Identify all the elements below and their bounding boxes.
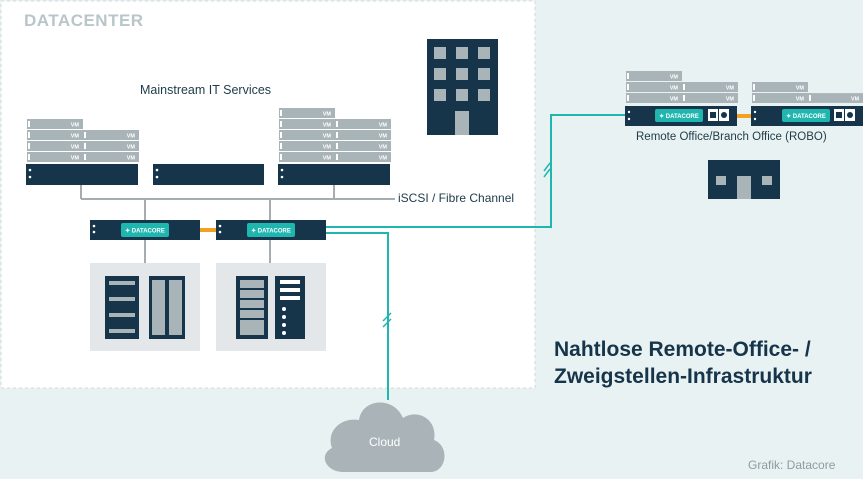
mainstream-it-label: Mainstream IT Services <box>140 83 272 97</box>
robo-server-2: ✦ DATACORE <box>751 82 863 126</box>
server-stack-left <box>26 119 139 185</box>
iscsi-label: iSCSI / Fibre Channel <box>398 191 515 205</box>
headline-line-1: Nahtlose Remote-Office- / <box>554 338 811 361</box>
storage-connectors <box>80 184 395 265</box>
headline-line-2: Zweigstellen-Infrastruktur <box>554 365 812 388</box>
datacenter-label: DATACENTER <box>24 11 144 30</box>
svg-text:✦ DATACORE: ✦ DATACORE <box>659 113 699 120</box>
office-building-icon <box>427 39 498 135</box>
datacore-node-1 <box>90 220 200 240</box>
storage-panel-2 <box>216 263 326 351</box>
cloud-icon <box>324 402 445 472</box>
credit-label: Grafik: Datacore <box>748 458 836 472</box>
cloud-label: Cloud <box>369 435 401 449</box>
svg-text:✦ DATACORE: ✦ DATACORE <box>786 113 826 120</box>
datacore-node-2 <box>216 220 326 240</box>
storage-panel-1 <box>90 263 200 351</box>
headline: Nahtlose Remote-Office- / Zweigstellen-I… <box>554 336 812 390</box>
network-links <box>326 114 625 400</box>
branch-office-icon <box>708 160 780 199</box>
server-middle <box>153 164 264 185</box>
robo-server-1: ✦ DATACORE <box>625 71 738 126</box>
link-break-markers <box>382 162 551 328</box>
robo-label: Remote Office/Branch Office (ROBO) <box>636 131 827 143</box>
server-stack-right <box>278 108 391 185</box>
